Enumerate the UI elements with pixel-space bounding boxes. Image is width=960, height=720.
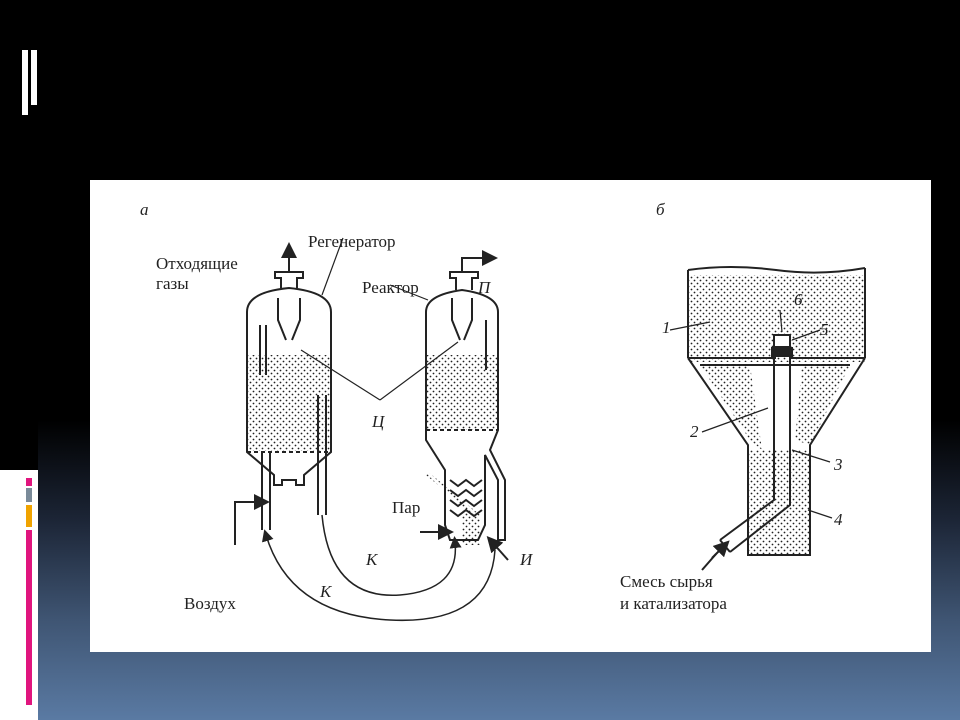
accent-mark-orange [26,505,32,527]
accent-mark-magenta [26,530,32,705]
label-product: П [478,278,491,297]
label-mix-2: и катализатора [620,594,727,613]
callout-4: 4 [834,510,843,529]
left-strip [0,0,38,720]
label-reactor: Реактор [362,278,419,297]
label-catalyst-1: К [366,550,378,569]
callout-6: 6 [794,290,803,309]
label-regenerator: Регенератор [308,232,396,251]
panel-b-letter: б [656,200,665,219]
reactor-vessel [420,250,509,561]
accent-mark-gray [26,488,32,502]
label-feed: И [520,550,533,569]
label-catalyst-2: К [320,582,332,601]
callout-1: 1 [662,318,671,337]
diagram-drawing [234,237,866,622]
label-air: Воздух [184,594,236,613]
label-offgas-2: газы [156,274,189,293]
panel-a-letter: а [140,200,149,219]
riser-leaders [669,309,833,519]
label-steam: Пар [392,498,421,517]
callout-5: 5 [820,320,829,339]
transfer-lines [261,514,496,622]
callout-2: 2 [690,422,699,441]
accent-mark-magenta-top [26,478,32,486]
diagram-panel: а Регенератор Отходящие газы Реактор П Ц… [90,180,931,652]
regenerator-vessel [234,242,332,545]
label-mix-1: Смесь сырья [620,572,713,591]
cyclone-leaders [300,237,459,401]
callout-3: 3 [834,455,843,474]
label-offgas-1: Отходящие [156,254,238,273]
riser-detail [687,266,866,571]
label-cyclones: Ц [372,412,385,431]
